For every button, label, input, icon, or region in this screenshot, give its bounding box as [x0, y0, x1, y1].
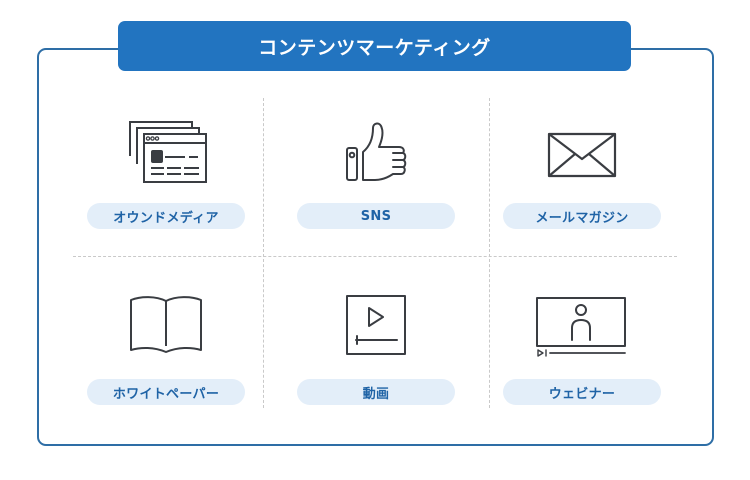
envelope-icon [547, 132, 617, 178]
open-book-icon [130, 296, 202, 353]
item-sns: SNS [276, 112, 476, 252]
item-label: 動画 [362, 386, 390, 402]
label-pill: オウンドメディア [87, 203, 245, 229]
title-banner: コンテンツマーケティング [118, 21, 631, 71]
item-label: ウェビナー [548, 386, 616, 402]
label-pill: SNS [297, 203, 455, 229]
thumbs-up-icon [346, 122, 407, 181]
item-label: メールマガジン [535, 210, 629, 226]
web-pages-icon [129, 121, 207, 183]
row-divider [73, 256, 677, 257]
item-label: SNS [360, 208, 392, 224]
column-divider-2 [489, 98, 490, 408]
label-pill: メールマガジン [503, 203, 661, 229]
webinar-icon [536, 297, 626, 357]
item-owned-media: オウンドメディア [66, 112, 266, 252]
page-title: コンテンツマーケティング [258, 36, 491, 59]
label-pill: 動画 [297, 379, 455, 405]
label-pill: ウェビナー [503, 379, 661, 405]
video-player-icon [346, 295, 406, 355]
column-divider-1 [263, 98, 264, 408]
item-white-paper: ホワイトペーパー [66, 288, 266, 428]
item-label: オウンドメディア [113, 210, 219, 226]
item-mail-magazine: メールマガジン [482, 112, 682, 252]
item-webinar: ウェビナー [482, 288, 682, 428]
label-pill: ホワイトペーパー [87, 379, 245, 405]
item-video: 動画 [276, 288, 476, 428]
item-label: ホワイトペーパー [112, 386, 220, 402]
